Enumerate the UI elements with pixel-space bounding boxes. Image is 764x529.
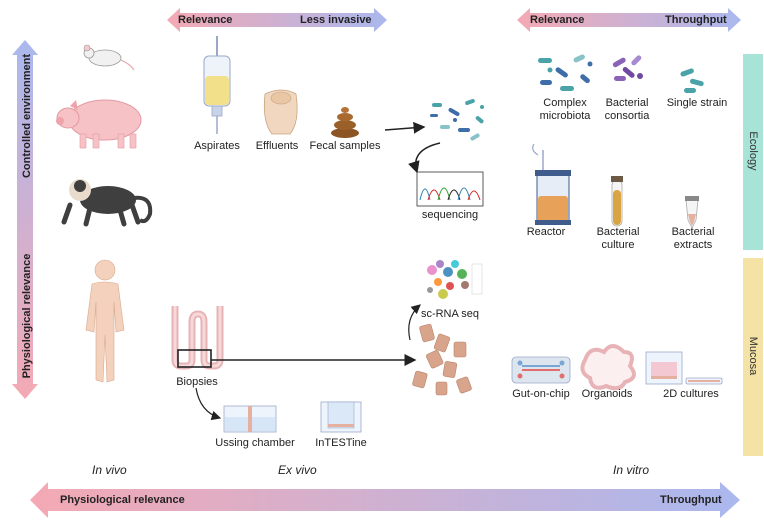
iv-bag-icon: [203, 36, 231, 134]
top-right-double-arrow: [517, 8, 741, 32]
to-scrna-arrow: [408, 304, 421, 341]
sequencing-label: sequencing: [421, 209, 479, 221]
to-ussing-arrow: [195, 387, 222, 421]
bacterial-culture-tube-icon: [611, 176, 623, 227]
bacterial-extracts-tube-icon: [685, 196, 699, 229]
scrna-seq-label: sc-RNA seq: [420, 308, 480, 320]
intestine-label: InTESTine: [315, 437, 367, 449]
intestine-device-icon: [320, 401, 362, 433]
ecology-label: Ecology: [747, 131, 759, 171]
dissociated-cells-icon: [412, 323, 472, 396]
effluents-label: Effluents: [255, 140, 299, 152]
organoid-icon: [580, 344, 636, 391]
2d-cultures-label: 2D cultures: [663, 388, 719, 400]
bacterial-extracts-label: Bacterial extracts: [671, 226, 715, 251]
single-strain-label: Single strain: [666, 97, 728, 109]
complex-microbiota-label: Complex microbiota: [539, 97, 591, 122]
biopsies-label: Biopsies: [176, 376, 218, 388]
gut-on-chip-label: Gut-on-chip: [512, 388, 570, 400]
ex-vivo-label: Ex vivo: [278, 463, 317, 477]
left-arrow-top-label: Controlled environment: [21, 53, 33, 179]
ecology-bar: [743, 54, 763, 250]
single-strain-icon: [680, 68, 704, 93]
ussing-chamber-icon: [223, 405, 277, 433]
fecal-sample-icon: [331, 107, 359, 138]
bottom-arrow-right-label: Throughput: [660, 494, 722, 506]
complex-microbiota-icon: [538, 54, 593, 91]
sampling-arrow: [384, 121, 426, 134]
ussing-chamber-label: Ussing chamber: [215, 437, 295, 449]
pig-icon: [56, 99, 142, 149]
mucosa-bar: [743, 258, 763, 456]
in-vitro-label: In vitro: [613, 463, 650, 477]
bottom-double-arrow: [30, 482, 740, 518]
to-sequencing-arrow: [408, 142, 441, 174]
organoids-label: Organoids: [581, 388, 633, 400]
fecal-samples-label: Fecal samples: [309, 140, 381, 152]
top-left-double-arrow: [167, 8, 387, 32]
intestinal-crypt-icon: [171, 306, 224, 370]
top-left-arrow-left-label: Relevance: [178, 14, 233, 26]
top-right-arrow-right-label: Throughput: [665, 14, 727, 26]
2d-culture-well-icon: [645, 351, 683, 385]
bottom-arrow-left-label: Physiological relevance: [60, 494, 185, 506]
mucosa-label: Mucosa: [747, 336, 759, 376]
gut-on-chip-icon: [511, 356, 571, 384]
chromatogram-icon: [416, 171, 484, 207]
top-right-arrow-left-label: Relevance: [530, 14, 585, 26]
in-vivo-label: In vivo: [92, 463, 127, 477]
mouse-icon: [83, 44, 135, 71]
left-vertical-double-arrow: [12, 40, 38, 399]
biopsy-selection-box: [177, 349, 212, 368]
bacterial-consortia-label: Bacterial consortia: [604, 97, 650, 122]
scrna-tsne-plot-icon: [427, 260, 483, 299]
top-left-arrow-right-label: Less invasive: [300, 14, 372, 26]
bacterial-consortia-icon: [612, 55, 643, 81]
effluent-bag-icon: [263, 89, 298, 135]
bacterial-culture-label: Bacterial culture: [596, 226, 640, 251]
2d-culture-dish-icon: [685, 377, 723, 385]
reactor-label: Reactor: [526, 226, 566, 238]
reactor-icon: [532, 143, 571, 225]
human-body-icon: [85, 259, 125, 383]
microbiota-cluster-icon: [430, 98, 484, 141]
left-arrow-bottom-label: Physiological relevance: [21, 253, 33, 379]
aspirates-label: Aspirates: [194, 140, 240, 152]
monkey-icon: [61, 179, 153, 227]
